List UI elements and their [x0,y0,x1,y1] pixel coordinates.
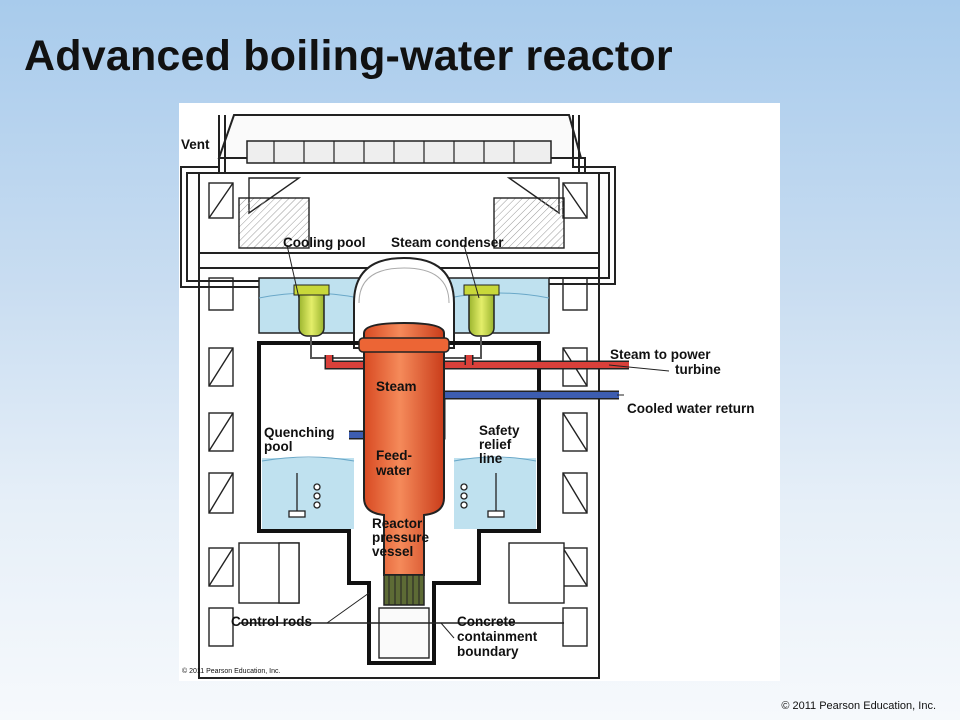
label-feedwater-1: Feed- [376,448,412,463]
label-safety-3: line [479,451,503,466]
lower-structure [238,542,565,659]
label-feedwater-2: water [375,463,412,478]
label-concrete-1: Concrete [457,614,516,629]
leader-lines [286,244,670,639]
label-reactor-2: pressure [372,530,430,545]
steam-pipe [324,351,629,370]
label-vent: Vent [181,137,210,152]
left-wall-windows [208,182,234,647]
label-safety-2: relief [479,437,512,452]
label-quenching-2: pool [264,439,293,454]
upper-blocks [238,177,565,249]
label-safety-1: Safety [479,423,520,438]
label-steam: Steam [376,379,417,394]
steam-condensers [293,284,500,337]
label-concrete-2: containment [457,629,538,644]
building-roof [217,114,586,174]
label-reactor-1: Reactor [372,516,423,531]
reactor-diagram-svg: Vent Cooling pool Steam condenser Steam … [180,114,755,679]
right-wall-windows [562,182,588,647]
label-concrete-3: boundary [457,644,519,659]
containment-boundary [257,341,541,665]
label-control-rods: Control rods [231,614,312,629]
slide-copyright: © 2011 Pearson Education, Inc. [781,700,936,712]
label-reactor-3: vessel [372,544,413,559]
label-steam-to-power: Steam to power [610,347,711,362]
figure-copyright: © 2011 Pearson Education, Inc. [182,667,280,675]
label-quenching-1: Quenching [264,425,335,440]
reactor-diagram: Vent Cooling pool Steam condenser Steam … [179,103,780,681]
quenching-pools [261,456,537,529]
label-cooled-water-return: Cooled water return [627,401,755,416]
condenser-pipes [310,336,482,359]
label-turbine: turbine [675,362,721,377]
slide-title: Advanced boiling-water reactor [24,32,673,80]
vent-pipes [180,115,616,288]
label-steam-condenser: Steam condenser [391,235,504,250]
reactor-pressure-vessel [358,321,450,606]
label-cooling-pool: Cooling pool [283,235,365,250]
